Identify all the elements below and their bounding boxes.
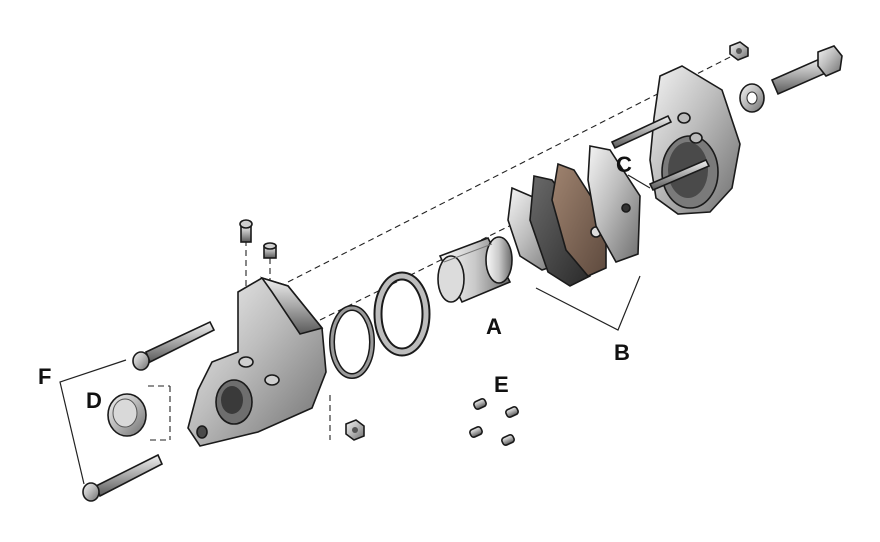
callout-f: F bbox=[38, 364, 51, 389]
callout-a: A bbox=[486, 314, 502, 339]
caliper-body-left bbox=[187, 276, 327, 447]
caliper-bolt bbox=[770, 45, 843, 96]
bleed-screw-cap bbox=[263, 242, 277, 259]
long-bolt-lower bbox=[82, 453, 164, 502]
piston bbox=[437, 236, 513, 304]
callout-d: D bbox=[86, 388, 102, 413]
guide-pin-upper bbox=[610, 114, 673, 150]
bleed-screw bbox=[239, 219, 253, 243]
end-plug bbox=[107, 393, 147, 437]
callout-leaders bbox=[59, 174, 651, 485]
callout-e: E bbox=[494, 372, 509, 397]
piston-seal-ring bbox=[329, 305, 375, 379]
callout-c: C bbox=[616, 152, 632, 177]
small-pins-group bbox=[469, 398, 519, 446]
dust-seal-ring bbox=[373, 271, 431, 357]
pad-shim-rear bbox=[587, 145, 641, 263]
caliper-body-right bbox=[649, 65, 741, 215]
callout-b: B bbox=[614, 340, 630, 365]
long-bolt-upper bbox=[132, 320, 216, 371]
nut-lower bbox=[345, 419, 365, 441]
washer bbox=[739, 83, 765, 113]
guide-pin-lower bbox=[648, 158, 711, 192]
nut-upper bbox=[729, 41, 749, 61]
